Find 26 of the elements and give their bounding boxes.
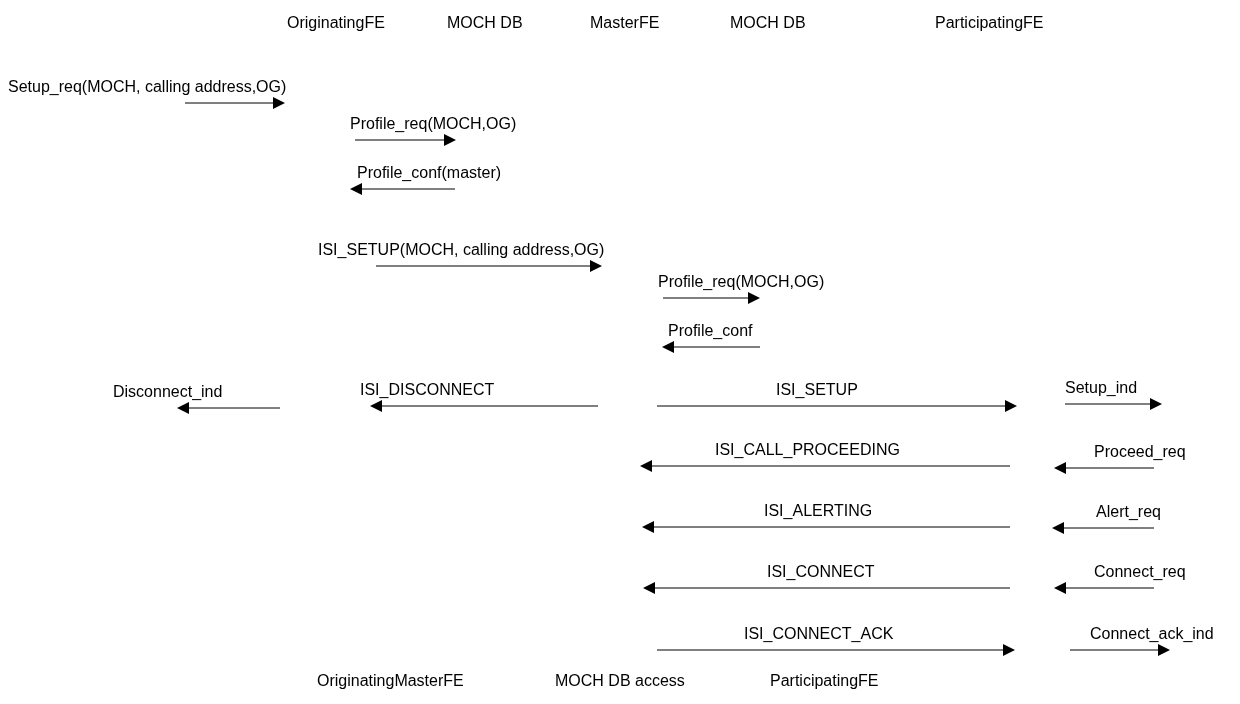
message-label: Alert_req: [1096, 503, 1161, 521]
participant-label: MOCH DB: [730, 14, 806, 32]
message-label: Profile_conf: [668, 322, 753, 340]
message-label: Disconnect_ind: [113, 383, 223, 401]
message-label: ISI_CONNECT_ACK: [744, 625, 894, 643]
participant-label: MOCH DB access: [555, 672, 685, 690]
message-label: ISI_CONNECT: [767, 563, 875, 581]
message-label: ISI_SETUP: [776, 381, 858, 399]
participant-label: MOCH DB: [447, 14, 523, 32]
participant-label: OriginatingFE: [287, 14, 385, 32]
message-label: Profile_conf(master): [357, 164, 502, 182]
participant-label: ParticipatingFE: [770, 672, 879, 690]
message-label: Proceed_req: [1094, 443, 1186, 461]
message-label: ISI_SETUP(MOCH, calling address,OG): [318, 241, 605, 259]
message-label: ISI_CALL_PROCEEDING: [715, 441, 900, 459]
message-label: Connect_ack_ind: [1090, 625, 1214, 643]
message-label: Setup_ind: [1065, 379, 1138, 397]
message-label: Profile_req(MOCH,OG): [350, 115, 517, 133]
participant-label: ParticipatingFE: [935, 14, 1044, 32]
message-label: ISI_ALERTING: [764, 502, 873, 520]
message-label: ISI_DISCONNECT: [360, 381, 495, 399]
participant-label: OriginatingMasterFE: [317, 672, 464, 690]
message-label: Profile_req(MOCH,OG): [658, 273, 825, 291]
message-label: Connect_req: [1094, 563, 1186, 581]
message-label: Setup_req(MOCH, calling address,OG): [8, 78, 287, 96]
participant-label: MasterFE: [590, 14, 660, 32]
